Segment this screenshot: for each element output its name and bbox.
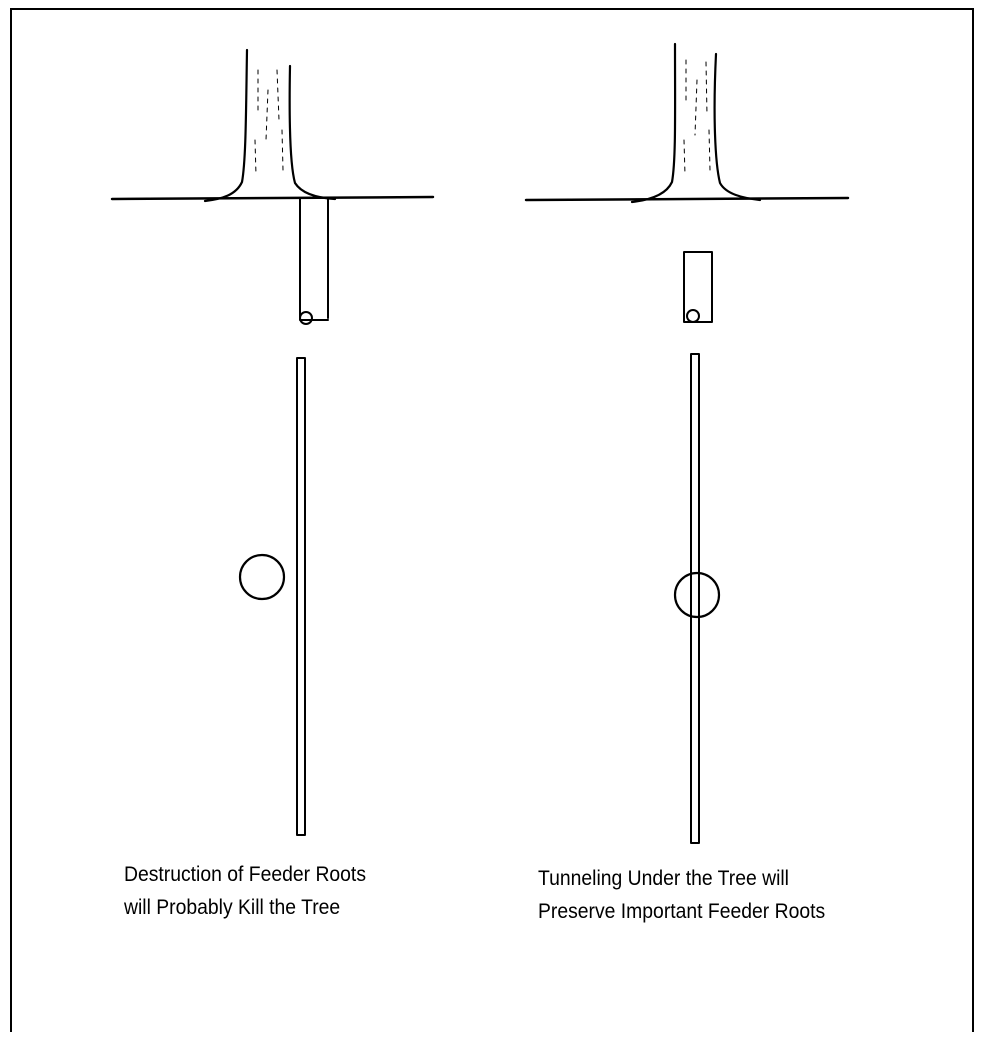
left-plan-trunk xyxy=(240,555,284,599)
right-plan-view xyxy=(543,354,860,843)
left-trunk-bark xyxy=(255,70,283,175)
left-plan-roots xyxy=(100,412,412,752)
right-caption-line2: Preserve Important Feeder Roots xyxy=(538,895,825,928)
left-pipe xyxy=(297,358,305,835)
right-plan-trunk xyxy=(675,573,719,617)
trench xyxy=(300,198,328,320)
right-caption-line1: Tunneling Under the Tree will xyxy=(538,862,825,895)
left-pipe-end xyxy=(300,312,312,324)
left-side-roots xyxy=(133,204,398,309)
right-caption: Tunneling Under the Tree will Preserve I… xyxy=(538,862,825,928)
left-plan-view xyxy=(100,358,412,835)
left-caption: Destruction of Feeder Roots will Probabl… xyxy=(124,858,366,924)
left-trunk xyxy=(205,50,335,201)
right-side-view xyxy=(526,44,848,322)
right-pipe-end xyxy=(687,310,699,322)
left-caption-line2: will Probably Kill the Tree xyxy=(124,891,366,924)
left-side-view xyxy=(112,50,433,324)
right-pipe xyxy=(691,354,699,843)
right-trunk-bark xyxy=(684,60,710,175)
left-caption-line1: Destruction of Feeder Roots xyxy=(124,858,366,891)
left-ground-line xyxy=(112,197,433,199)
right-trunk xyxy=(632,44,760,202)
right-side-roots xyxy=(578,200,824,319)
right-ground-line xyxy=(526,198,848,200)
right-plan-roots xyxy=(543,433,860,739)
